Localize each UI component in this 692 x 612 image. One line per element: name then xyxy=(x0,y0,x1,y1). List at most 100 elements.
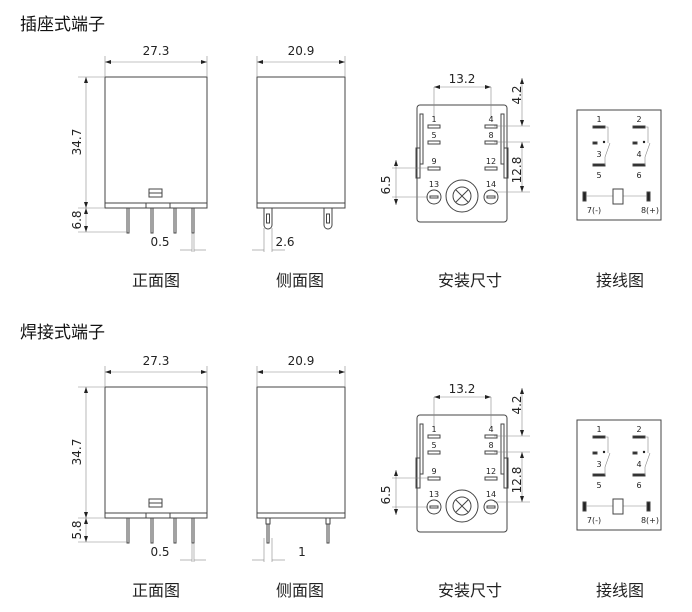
center-boss xyxy=(445,489,479,523)
wiring-label: 3 xyxy=(596,460,601,469)
pitch-y-label: 12.8 xyxy=(510,157,524,184)
section-title-socket: 插座式端子 xyxy=(20,15,105,35)
pin xyxy=(191,207,195,234)
relay-body xyxy=(256,76,346,204)
pin xyxy=(150,517,154,544)
side-rail xyxy=(419,113,424,165)
terminal xyxy=(427,166,441,171)
contact xyxy=(592,451,598,455)
wiring-label: 7(-) xyxy=(587,206,601,215)
front-view: 27.3 34.7 6.8 0.5 正面图 xyxy=(70,44,208,290)
dimension-arrow xyxy=(434,395,491,399)
pin xyxy=(126,517,130,544)
contact-1 xyxy=(592,435,606,439)
side-rail xyxy=(500,423,505,475)
side-rail xyxy=(419,423,424,475)
dimension-arrow xyxy=(520,388,524,436)
center-boss xyxy=(445,179,479,213)
contact-1 xyxy=(632,125,646,129)
center-cross xyxy=(455,499,469,513)
contact-dot xyxy=(602,450,606,454)
terminal-number: 5 xyxy=(431,441,436,450)
contact xyxy=(632,473,646,477)
contact xyxy=(632,163,646,167)
switch-arm xyxy=(604,436,611,475)
pin-collar xyxy=(265,517,271,525)
dimension-arrow xyxy=(434,85,491,89)
mounting-caption: 安装尺寸 xyxy=(438,271,502,290)
pitch-y-label: 12.8 xyxy=(510,467,524,494)
relay-body xyxy=(104,76,208,204)
dimension-arrow xyxy=(520,452,524,502)
coil-symbol xyxy=(612,498,624,515)
pin xyxy=(191,517,195,544)
terminal-number: 12 xyxy=(486,467,496,476)
side-view-caption: 侧面图 xyxy=(276,271,324,290)
front-height-label: 34.7 xyxy=(70,129,84,156)
side-rail xyxy=(500,113,505,165)
center-boss-inner xyxy=(452,186,472,206)
front-height-label: 34.7 xyxy=(70,439,84,466)
pin-length-label: 6.8 xyxy=(70,210,84,229)
terminal-number: 5 xyxy=(431,131,436,140)
contact xyxy=(632,141,638,145)
terminal xyxy=(427,124,441,129)
terminal-number: 4 xyxy=(488,115,493,124)
terminal-number: 9 xyxy=(431,467,436,476)
center-boss-inner xyxy=(452,496,472,516)
wiring-caption: 接线图 xyxy=(596,271,644,290)
wiring-label: 8(+) xyxy=(641,206,659,215)
wiring-label: 2 xyxy=(636,425,641,434)
terminal xyxy=(427,140,441,145)
terminal xyxy=(484,434,498,439)
terminal xyxy=(427,476,441,481)
wiring-outline xyxy=(576,419,662,531)
mount-outline xyxy=(416,414,508,533)
pin xyxy=(173,517,177,544)
pin-width-label: 0.5 xyxy=(150,235,169,249)
pin xyxy=(150,207,154,234)
terminal-slot xyxy=(429,505,439,509)
wiring-label: 3 xyxy=(596,150,601,159)
terminal-slot xyxy=(486,195,496,199)
tab-slot xyxy=(326,213,330,224)
side-rail xyxy=(503,147,509,179)
wiring-label: 1 xyxy=(596,425,601,434)
side-width-label: 20.9 xyxy=(288,44,315,58)
switch-arm xyxy=(604,126,611,165)
contact xyxy=(632,451,638,455)
contact xyxy=(592,163,606,167)
side-width-label: 20.9 xyxy=(288,354,315,368)
contact-dot xyxy=(642,450,646,454)
front-view-caption: 正面图 xyxy=(132,271,180,290)
tab-slot xyxy=(266,213,270,224)
front-width-label: 27.3 xyxy=(143,44,170,58)
relay-body xyxy=(256,386,346,514)
mount-outline xyxy=(416,104,508,223)
terminal xyxy=(427,434,441,439)
relay-base xyxy=(256,202,346,209)
dimension-arrow xyxy=(84,208,88,232)
terminal xyxy=(484,476,498,481)
solder-pin xyxy=(266,523,270,544)
terminal-number: 14 xyxy=(486,180,496,189)
coil-terminal xyxy=(646,191,651,202)
socket-tab-pin xyxy=(323,208,333,230)
relay-base xyxy=(256,512,346,519)
front-view-caption: 正面图 xyxy=(132,581,180,600)
terminal xyxy=(427,450,441,455)
terminal xyxy=(484,140,498,145)
terminal-number: 12 xyxy=(486,157,496,166)
coil-terminal xyxy=(646,501,651,512)
wiring-label: 4 xyxy=(636,150,641,159)
front-width-label: 27.3 xyxy=(143,354,170,368)
wiring-label: 7(-) xyxy=(587,516,601,525)
terminal xyxy=(484,450,498,455)
pin xyxy=(126,207,130,234)
side-rail xyxy=(415,457,421,489)
relay-base xyxy=(104,512,208,519)
